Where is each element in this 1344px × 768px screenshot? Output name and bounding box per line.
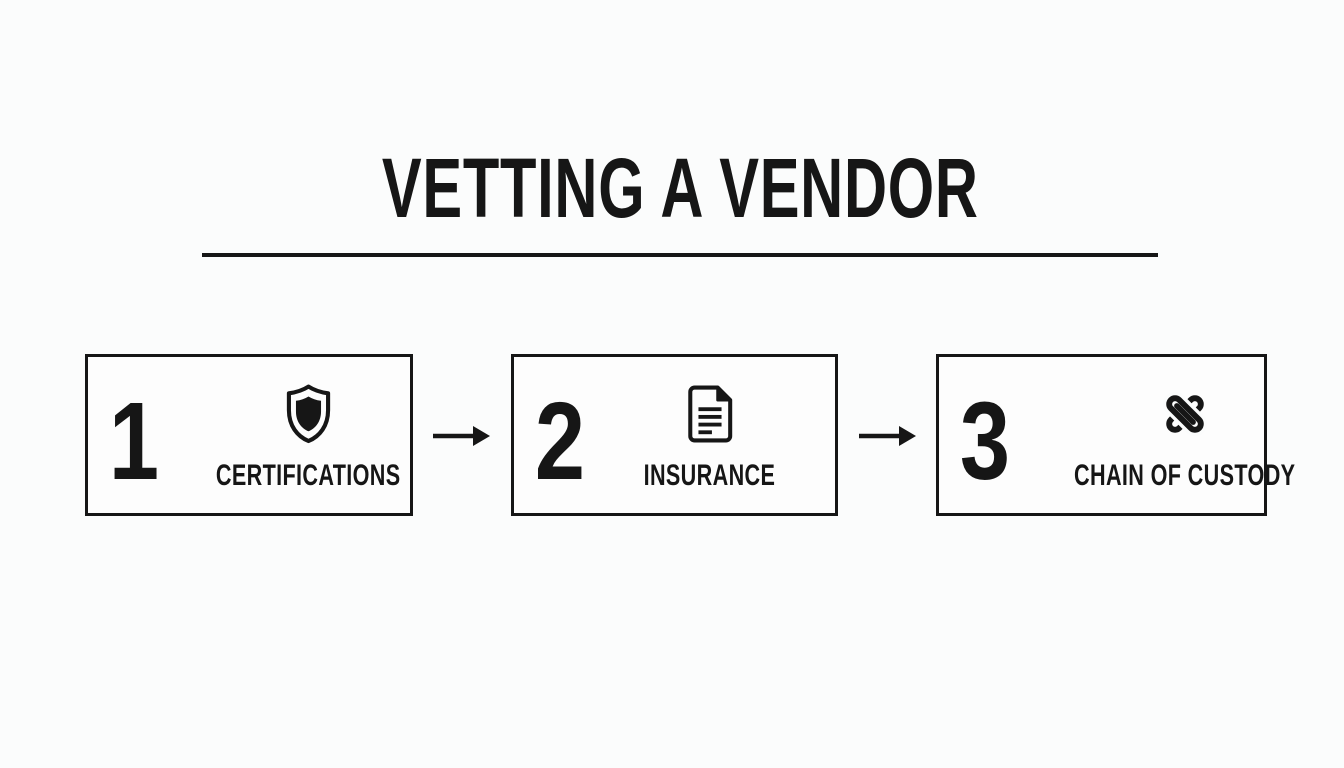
- step-content: CERTIFICATIONS: [180, 383, 458, 491]
- step-box-insurance: 2 INSURANCE: [511, 354, 838, 516]
- document-icon: [685, 383, 735, 445]
- right-arrow-icon: [430, 421, 494, 451]
- shield-icon: [285, 383, 332, 445]
- title-underline: [202, 253, 1158, 257]
- step-content: CHAIN OF CUSTODY: [1031, 383, 1344, 491]
- page-title: VETTING A VENDOR: [202, 146, 1158, 230]
- step-label: INSURANCE: [643, 459, 776, 492]
- step-label: CERTIFICATIONS: [215, 459, 401, 492]
- page-title-text: VETTING A VENDOR: [381, 141, 979, 235]
- step-label: CHAIN OF CUSTODY: [1074, 459, 1296, 492]
- step-number: 3: [959, 380, 1011, 503]
- step-number: 2: [534, 380, 586, 503]
- step-box-chain-of-custody: 3 CHAIN OF CUSTODY: [936, 354, 1295, 516]
- step-number: 1: [108, 380, 160, 503]
- right-arrow-icon: [856, 421, 920, 451]
- step-box-certifications: 1 CERTIFICATIONS: [85, 354, 413, 516]
- chain-links-icon: [1156, 383, 1214, 445]
- step-content: INSURANCE: [606, 383, 835, 491]
